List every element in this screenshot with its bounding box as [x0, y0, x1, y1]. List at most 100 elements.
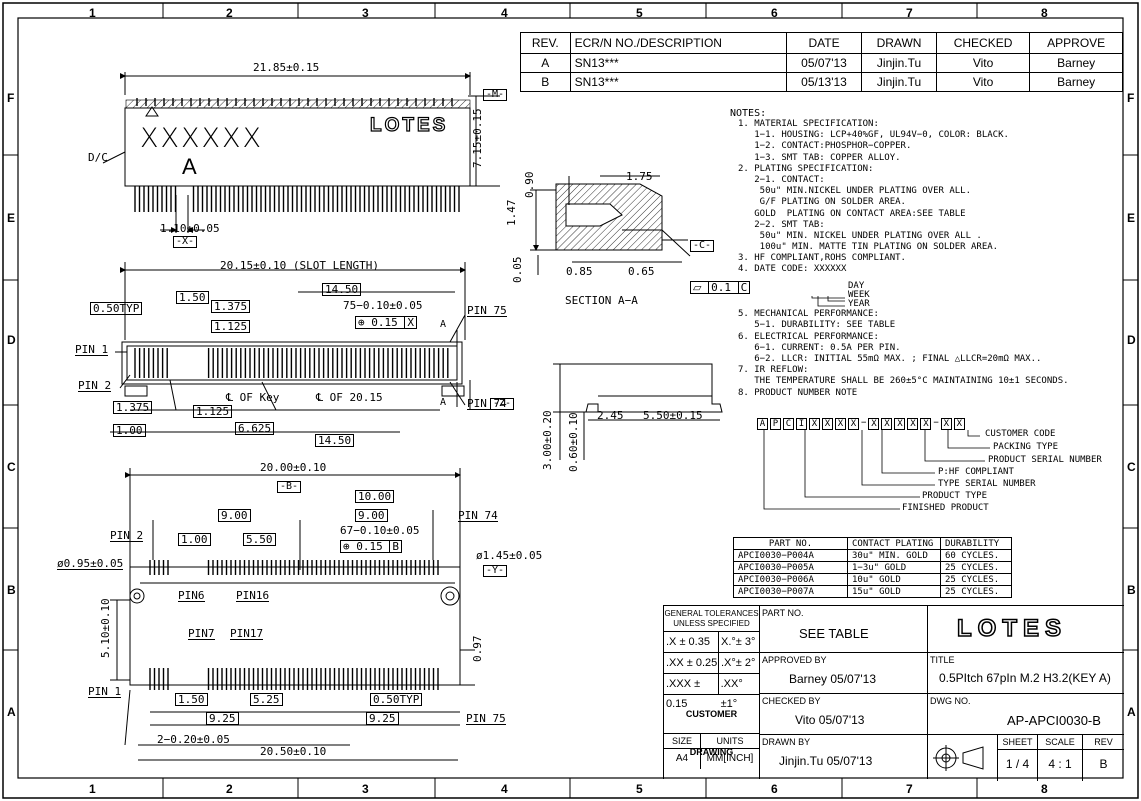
zone-column-label: 2	[226, 782, 233, 796]
note-line: 2. PLATING SPECIFICATION:	[738, 163, 874, 174]
pn-char-box: X	[868, 418, 880, 430]
units-label: UNITS	[716, 736, 744, 746]
slot-view	[110, 262, 471, 433]
gen-tol-line2: UNLESS SPECIFIED	[673, 619, 750, 628]
pin-2-label: PIN 2	[78, 379, 112, 392]
hole-large-dim: ø1.45±0.05	[476, 549, 543, 562]
dim-1-50: 1.50	[176, 291, 209, 304]
plating-cell: 1−3u" GOLD	[847, 561, 941, 574]
tol-xx: .XX ± 0.25	[664, 653, 719, 673]
desc-cell: SN13***	[569, 72, 787, 92]
zone-row-label: E	[1127, 211, 1136, 225]
section-title: SECTION A−A	[565, 294, 638, 307]
durability-cell: 25 CYCLES.	[940, 585, 1012, 598]
tol-x-angle: X.°± 3°	[721, 636, 756, 648]
dim-1-125-bot: 1.125	[193, 405, 233, 418]
dim-9-25-left: 9.25	[206, 712, 239, 725]
datum-b: -B-	[277, 481, 302, 493]
approve-cell: Barney	[1029, 72, 1123, 92]
position-tolerance-b: ⊕ 0.15 B	[340, 540, 402, 553]
plating-cell: 15u" GOLD	[847, 585, 941, 598]
tol-xx-angle: .X°± 2°	[721, 657, 756, 669]
notes-heading: NOTES:	[730, 108, 767, 119]
pn-packing-type: PACKING TYPE	[993, 442, 1059, 452]
datum-y: -Y-	[483, 565, 508, 577]
dim-2-45: 2.45	[597, 409, 624, 422]
sheet-label: SHEET	[998, 735, 1037, 750]
pn-char-box: X	[835, 418, 846, 430]
dim-5-50-side: 5.50±0.15	[643, 409, 703, 422]
dim-0-97: 0.97	[471, 635, 484, 663]
zone-row-label: A	[7, 705, 16, 719]
lotes-logo: LOTES	[956, 615, 1068, 642]
date-code-week: WEEK	[848, 290, 870, 300]
note-line: 1−1. HOUSING: LCP+40%GF, UL94V−0, COLOR:…	[738, 130, 1009, 141]
dim-14-50-top: 14.50	[322, 283, 362, 296]
note-line	[738, 298, 1069, 309]
zone-row-label: D	[7, 333, 16, 347]
zone-column-label: 8	[1041, 782, 1048, 796]
part-no-header: PART NO.	[733, 537, 848, 550]
note-line: 8. PRODUCT NUMBER NOTE	[738, 387, 858, 398]
zone-column-label: 1	[89, 6, 96, 20]
pin-7-label: PIN7	[188, 627, 215, 640]
pn-char-box: X	[940, 418, 952, 430]
pin-6-label: PIN6	[178, 589, 205, 602]
durability-cell: 25 CYCLES.	[940, 561, 1012, 574]
approved-value: Barney 05/07'13	[789, 672, 877, 686]
durability-header: DURABILITY	[940, 537, 1012, 550]
zone-column-label: 7	[906, 6, 913, 20]
zone-column-label: 5	[636, 782, 643, 796]
note-line: G/F PLATING ON SOLDER AREA.	[738, 197, 906, 208]
center-label: ℄ OF 20.15	[316, 391, 383, 404]
zone-row-label: C	[7, 460, 16, 474]
revision-table: REV. ECR/N NO./DESCRIPTION DATE DRAWN CH…	[520, 32, 1123, 92]
title-label: TITLE	[930, 655, 955, 665]
approve-cell: Barney	[1029, 53, 1123, 73]
units-value: MM[INCH]	[706, 753, 754, 764]
dim-1-10: 1.10±0.05	[160, 222, 220, 235]
dim-0-85: 0.85	[566, 265, 593, 278]
checked-label: CHECKED BY	[762, 696, 821, 706]
zone-column-label: 8	[1041, 6, 1048, 20]
approved-label: APPROVED BY	[762, 655, 827, 665]
dim-6-625: 6.625	[235, 422, 275, 435]
zone-row-label: C	[1127, 460, 1136, 474]
part-no-cell: APCI0030−P004A	[733, 549, 848, 562]
part-table-header: PART NO. CONTACT PLATING DURABILITY	[733, 537, 1012, 550]
dim-75-pitch: 75−0.10±0.05	[343, 299, 423, 312]
note-line: 6−1. CURRENT: 0.5A PER PIN.	[738, 342, 901, 353]
pn-char-box: A	[757, 418, 768, 430]
tol-datum: B	[389, 540, 399, 553]
dim-0-50typ-bot: 0.50TYP	[370, 693, 423, 706]
pin-1-label: PIN 1	[75, 343, 109, 356]
note-line: 2−2. SMT TAB:	[738, 219, 825, 230]
zone-column-label: 3	[362, 6, 369, 20]
note-line: 1−2. CONTACT:PHOSPHOR−COPPER.	[738, 141, 912, 152]
pin-17-label: PIN17	[230, 627, 264, 640]
dc-label: D/C	[88, 151, 108, 164]
note-line: THE TEMPERATURE SHALL BE 260±5°C MAINTAI…	[738, 376, 1069, 387]
checked-cell: Vito	[935, 72, 1031, 92]
note-line: 7. IR REFLOW:	[738, 365, 809, 376]
pn-char-box: P	[770, 418, 781, 430]
note-line: 1−3. SMT TAB: COPPER ALLOY.	[738, 152, 901, 163]
pn-customer-code: CUSTOMER CODE	[985, 429, 1056, 439]
size-label: SIZE	[664, 734, 701, 748]
desc-cell: SN13***	[569, 53, 787, 73]
pin-74-label: PIN 74	[467, 397, 507, 410]
rev-cell: A	[520, 53, 571, 73]
flatness-frame: ⏥ 0.1 C	[690, 281, 751, 294]
dim-0-65: 0.65	[628, 265, 655, 278]
note-line: 100u" MIN. MATTE TIN PLATING ON SOLDER A…	[738, 242, 999, 253]
dim-1-125-top: 1.125	[211, 320, 251, 333]
notes-list: 1. MATERIAL SPECIFICATION: 1−1. HOUSING:…	[738, 119, 1069, 399]
pin-74-bot-label: PIN 74	[458, 509, 498, 522]
dim-5-50-bot: 5.50	[243, 533, 276, 546]
rev-col-header: REV.	[520, 32, 571, 54]
